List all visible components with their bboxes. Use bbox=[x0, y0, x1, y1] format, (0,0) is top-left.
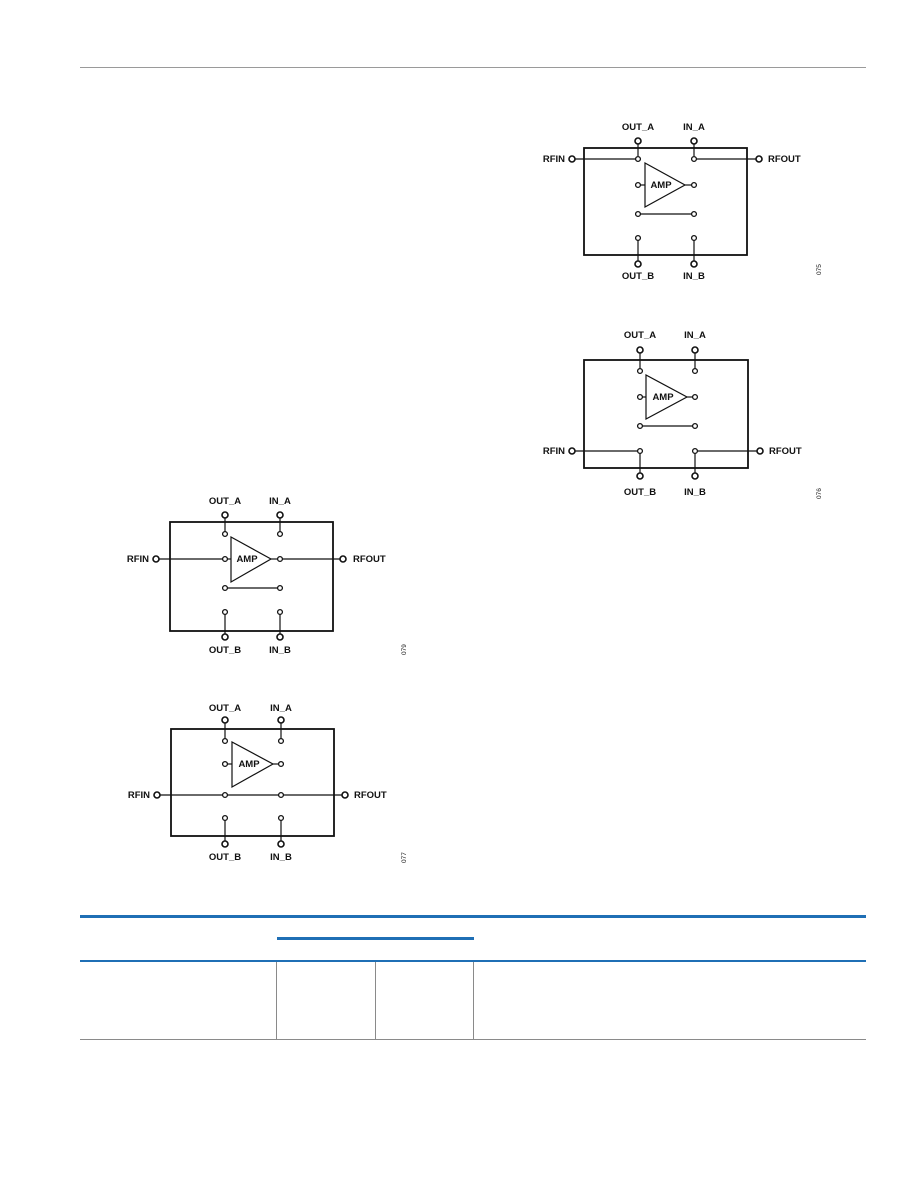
terminal-out-a bbox=[636, 346, 644, 354]
table-group-header-rule bbox=[277, 937, 474, 940]
terminal-in-a bbox=[690, 137, 698, 145]
label-rfin: RFIN bbox=[127, 554, 149, 565]
label-rfout: RFOUT bbox=[353, 554, 386, 565]
switch-diagram-top-row-a: OUT_A IN_A RFIN RFOUT AMP OUT_B IN_B 075 bbox=[543, 122, 823, 282]
terminal-rfin bbox=[152, 555, 160, 563]
table-column-divider bbox=[276, 962, 277, 1039]
terminal-rfout bbox=[755, 155, 763, 163]
label-in-a: IN_A bbox=[684, 330, 706, 341]
terminal-rfout bbox=[339, 555, 347, 563]
header-rule bbox=[80, 67, 866, 68]
terminal-out-b bbox=[634, 260, 642, 268]
table-header-rule bbox=[80, 960, 866, 962]
table-bottom-rule bbox=[80, 1039, 866, 1040]
truth-table bbox=[80, 915, 866, 1041]
terminal-out-b bbox=[221, 633, 229, 641]
switch-box bbox=[170, 728, 335, 837]
terminal-out-a bbox=[221, 716, 229, 724]
terminal-in-a bbox=[277, 716, 285, 724]
label-in-a: IN_A bbox=[269, 496, 291, 507]
figure-code: 075 bbox=[816, 264, 823, 275]
terminal-in-a bbox=[276, 511, 284, 519]
label-rfin: RFIN bbox=[543, 446, 565, 457]
label-rfout: RFOUT bbox=[354, 790, 387, 801]
terminal-in-b bbox=[277, 840, 285, 848]
label-out-b: OUT_B bbox=[209, 645, 241, 656]
terminal-rfin bbox=[568, 447, 576, 455]
label-out-b: OUT_B bbox=[209, 852, 241, 863]
label-rfin: RFIN bbox=[128, 790, 150, 801]
label-amp: AMP bbox=[236, 554, 258, 565]
label-in-a: IN_A bbox=[270, 703, 292, 714]
table-column-divider bbox=[375, 962, 376, 1039]
label-rfout: RFOUT bbox=[769, 446, 802, 457]
terminal-in-b bbox=[691, 472, 699, 480]
label-out-a: OUT_A bbox=[209, 703, 241, 714]
label-amp: AMP bbox=[238, 759, 260, 770]
label-in-b: IN_B bbox=[683, 271, 705, 282]
label-out-b: OUT_B bbox=[624, 487, 656, 498]
switch-diagram-bottom-row-a: OUT_A IN_A AMP RFIN RFOUT OUT_B IN_B 076 bbox=[543, 330, 823, 499]
label-out-a: OUT_A bbox=[622, 122, 654, 133]
terminal-in-a bbox=[691, 346, 699, 354]
figure-code: 077 bbox=[401, 852, 408, 863]
label-in-b: IN_B bbox=[269, 645, 291, 656]
figure-code: 076 bbox=[816, 488, 823, 499]
terminal-rfout bbox=[341, 791, 349, 799]
terminal-rfin bbox=[153, 791, 161, 799]
label-rfout: RFOUT bbox=[768, 154, 801, 165]
terminal-rfout bbox=[756, 447, 764, 455]
switch-diagram-top-row-b: OUT_A IN_A RFIN AMP RFOUT OUT_B IN_B 079 bbox=[127, 496, 408, 656]
table-top-rule bbox=[80, 915, 866, 918]
label-in-a: IN_A bbox=[683, 122, 705, 133]
label-amp: AMP bbox=[652, 392, 674, 403]
label-amp: AMP bbox=[650, 180, 672, 191]
table-column-divider bbox=[473, 962, 474, 1039]
label-rfin: RFIN bbox=[543, 154, 565, 165]
terminal-rfin bbox=[568, 155, 576, 163]
terminal-out-b bbox=[221, 840, 229, 848]
label-in-b: IN_B bbox=[684, 487, 706, 498]
terminal-out-a bbox=[221, 511, 229, 519]
switch-box bbox=[583, 147, 748, 256]
label-in-b: IN_B bbox=[270, 852, 292, 863]
label-out-b: OUT_B bbox=[622, 271, 654, 282]
terminal-out-b bbox=[636, 472, 644, 480]
switch-box bbox=[169, 521, 334, 632]
label-out-a: OUT_A bbox=[209, 496, 241, 507]
terminal-in-b bbox=[276, 633, 284, 641]
switch-box bbox=[583, 359, 749, 469]
switch-diagram-bottom-row-b: OUT_A IN_A AMP RFIN RFOUT OUT_B IN_B 077 bbox=[128, 703, 408, 863]
terminal-in-b bbox=[690, 260, 698, 268]
terminal-out-a bbox=[634, 137, 642, 145]
figure-code: 079 bbox=[401, 644, 408, 655]
label-out-a: OUT_A bbox=[624, 330, 656, 341]
